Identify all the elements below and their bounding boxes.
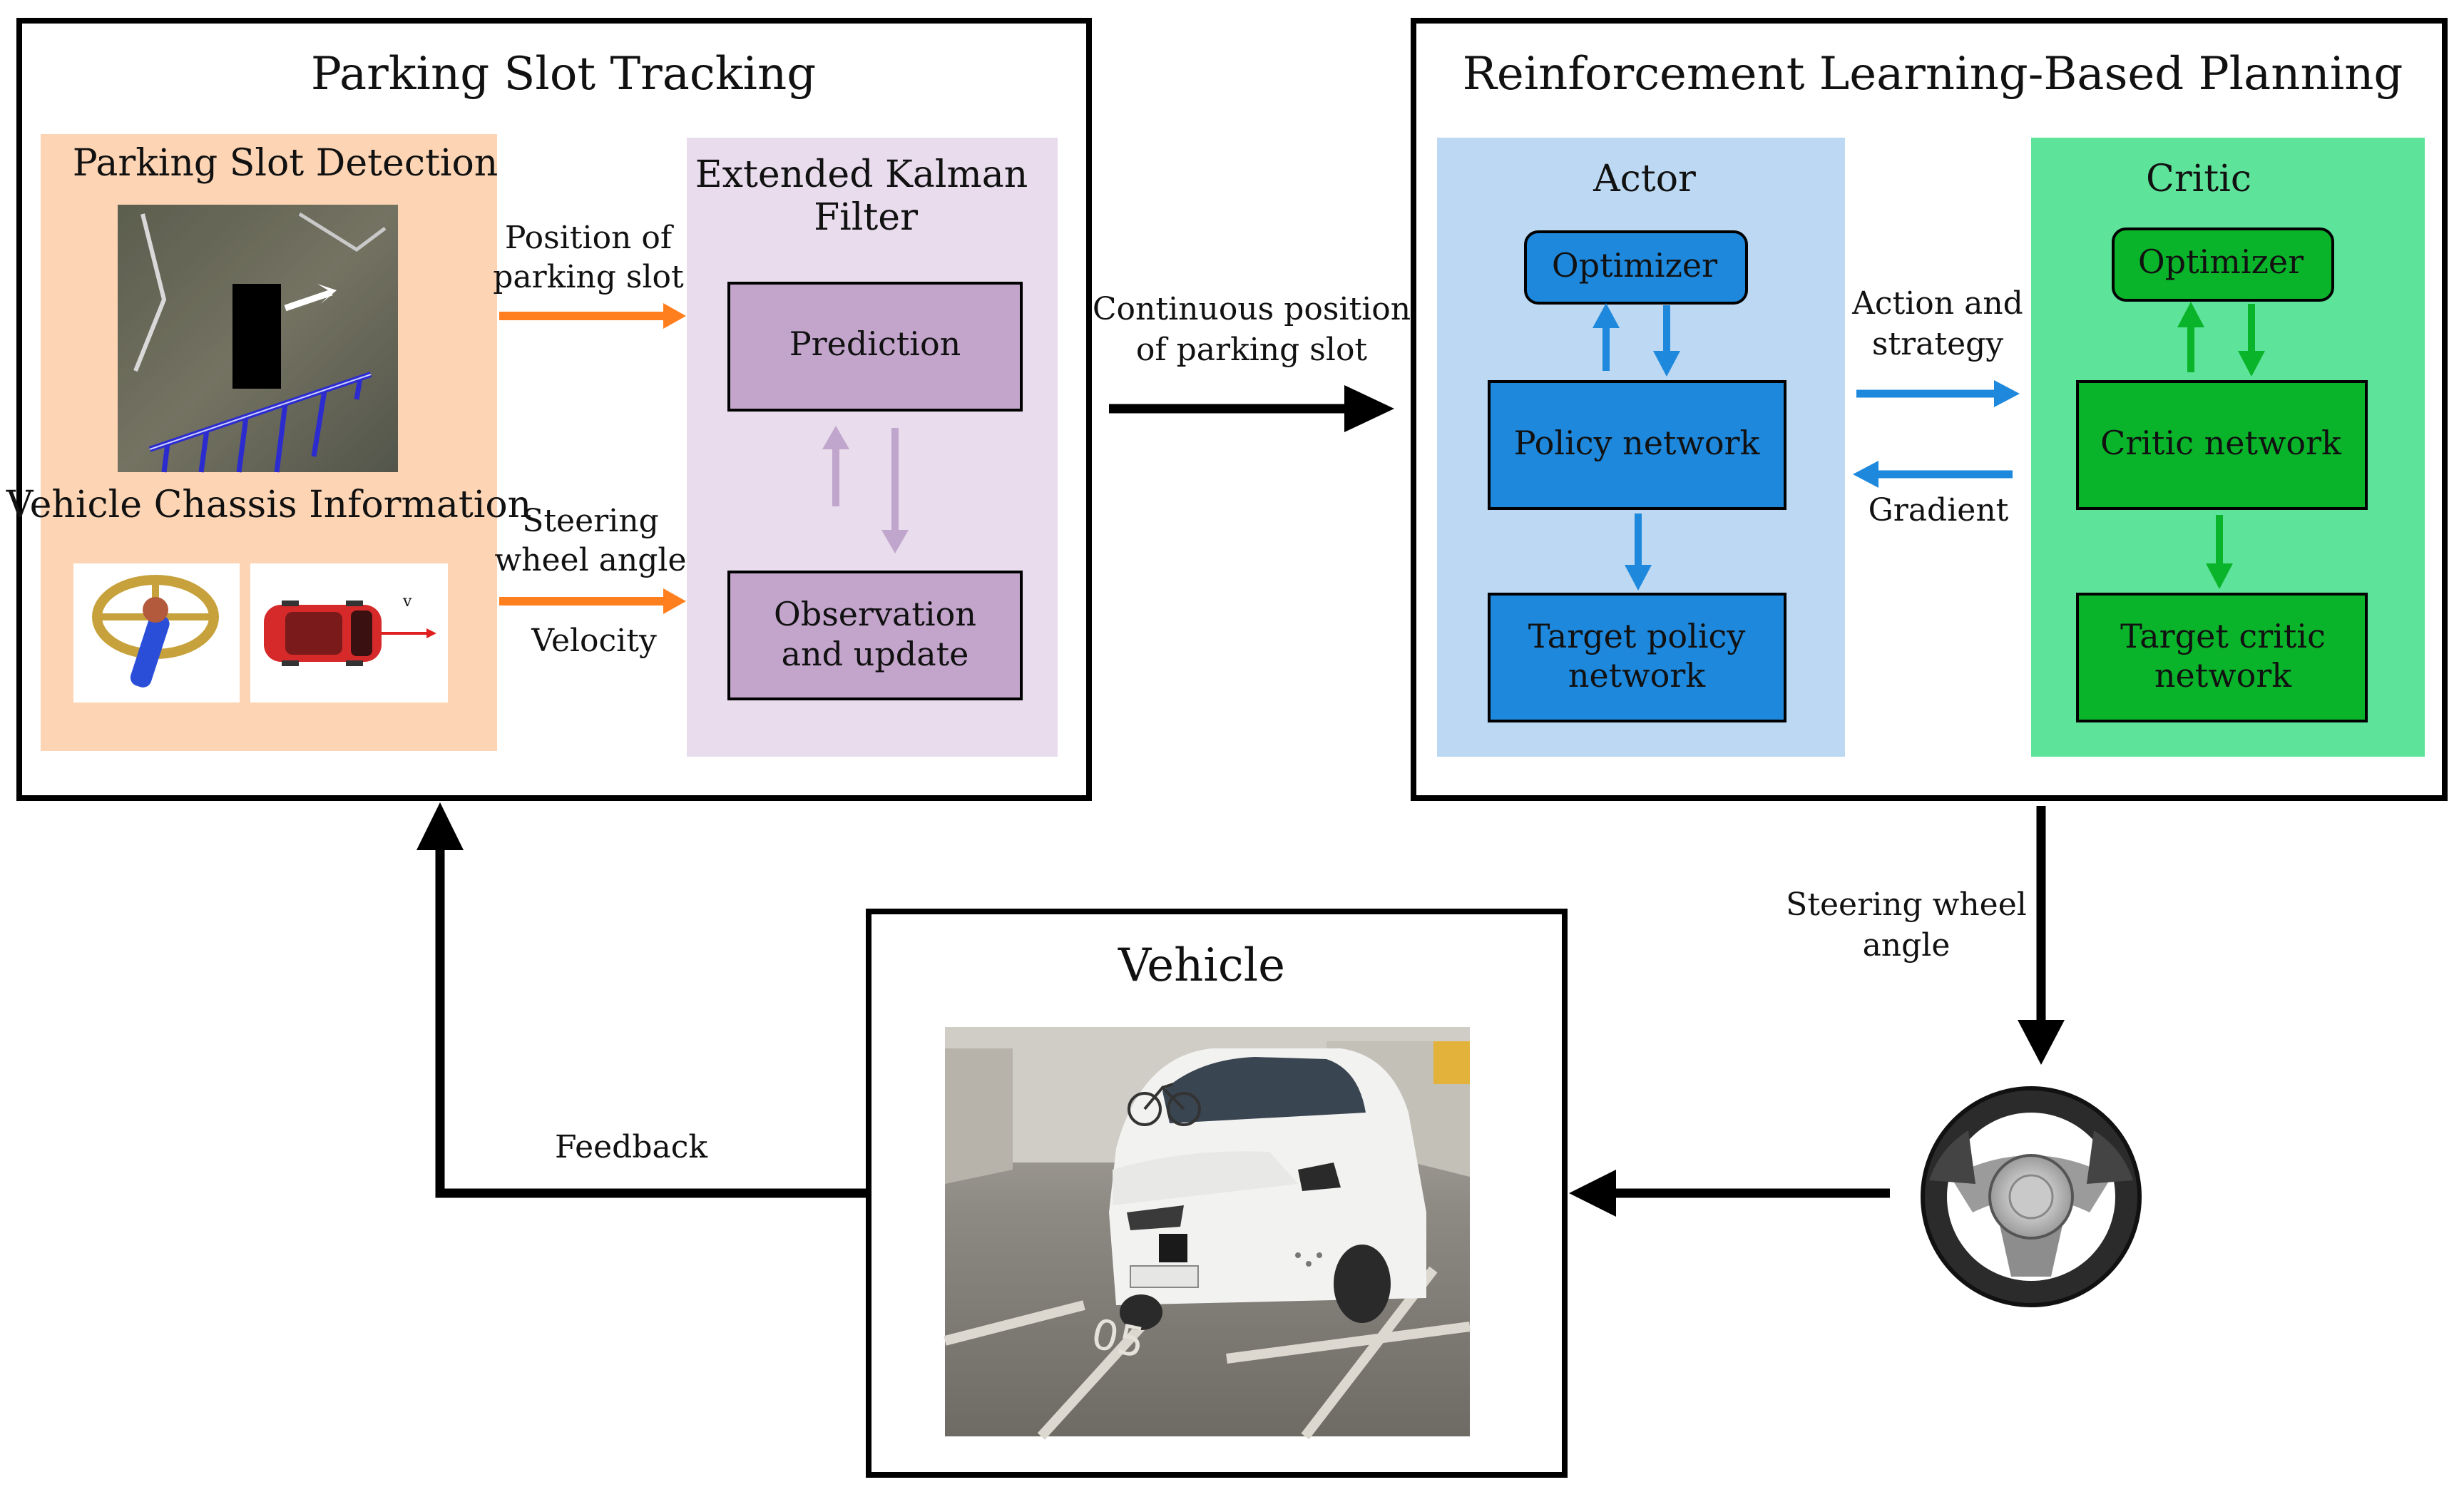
aerial-parking-image bbox=[118, 205, 398, 473]
detection-title: Parking Slot Detection bbox=[73, 142, 499, 185]
wheel-to-vehicle-arrow bbox=[1569, 1170, 1890, 1217]
steering-output-line2: angle bbox=[1863, 927, 1951, 964]
position-arrow bbox=[499, 303, 686, 329]
observation-box bbox=[727, 571, 1023, 700]
feedback-arrow bbox=[416, 802, 869, 1198]
steering-velocity-arrow bbox=[499, 588, 686, 614]
continuous-position-arrow bbox=[1109, 385, 1394, 432]
policy-network-box bbox=[1488, 380, 1786, 510]
target-critic-box bbox=[2076, 593, 2368, 722]
actor-optimizer-label: Optimizer bbox=[1552, 246, 1717, 285]
target-critic-line2: network bbox=[2154, 656, 2292, 695]
ekf-cycle-arrows bbox=[822, 426, 909, 553]
steering-output-line1: Steering wheel bbox=[1786, 887, 2027, 923]
continuous-label-line1: Continuous position bbox=[1093, 291, 1411, 327]
critic-network-box bbox=[2076, 380, 2368, 510]
actor-optimizer-arrows bbox=[1593, 303, 1680, 377]
action-label-line1: Action and bbox=[1851, 285, 2023, 322]
actor-title: Actor bbox=[1593, 158, 1696, 200]
prediction-box bbox=[727, 282, 1023, 412]
rl-planning-block: Reinforcement Learning-Based Planning Ac… bbox=[1411, 18, 2448, 801]
observation-line2: and update bbox=[782, 635, 969, 673]
critic-optimizer-label: Optimizer bbox=[2138, 242, 2304, 281]
steering-wheel-image bbox=[1921, 1086, 2142, 1307]
chassis-title: Vehicle Chassis Information bbox=[6, 484, 531, 526]
policy-network-label: Policy network bbox=[1514, 424, 1761, 462]
car-topview-illustration: v bbox=[250, 563, 448, 702]
gradient-arrow bbox=[1853, 461, 2013, 488]
policy-to-target-arrow bbox=[1625, 514, 1652, 591]
feedback-label: Feedback bbox=[555, 1129, 707, 1165]
critic-optimizer-arrows bbox=[2177, 302, 2265, 377]
target-policy-line2: network bbox=[1568, 656, 1706, 695]
ekf-title-line2: Filter bbox=[814, 196, 918, 239]
gradient-label: Gradient bbox=[1869, 492, 2009, 528]
tracking-title: Parking Slot Tracking bbox=[311, 48, 816, 101]
action-strategy-arrow bbox=[1856, 380, 2020, 407]
critic-optimizer-box bbox=[2112, 228, 2334, 302]
velocity-label: Velocity bbox=[531, 623, 657, 659]
vehicle-photo: 05 bbox=[944, 1027, 1471, 1440]
floor-slot-number: 05 bbox=[1088, 1309, 1149, 1368]
position-label-line1: Position of bbox=[505, 220, 674, 256]
ekf-title-line1: Extended Kalman bbox=[695, 153, 1028, 196]
actor-optimizer-box bbox=[1524, 230, 1748, 305]
continuous-label-line2: of parking slot bbox=[1136, 332, 1368, 368]
observation-line1: Observation bbox=[774, 595, 976, 633]
parking-slot-tracking-block: Parking Slot Tracking Parking Slot Detec… bbox=[6, 18, 1092, 801]
target-policy-line1: Target policy bbox=[1528, 617, 1746, 655]
target-policy-box bbox=[1488, 593, 1786, 722]
action-label-line2: strategy bbox=[1872, 326, 2003, 362]
planning-title: Reinforcement Learning-Based Planning bbox=[1463, 48, 2403, 101]
position-label-line2: parking slot bbox=[493, 259, 684, 295]
vehicle-title: Vehicle bbox=[1118, 939, 1285, 992]
steering-wheel-illustration bbox=[73, 563, 240, 702]
critic-to-target-arrow bbox=[2206, 515, 2233, 589]
car-velocity-mark: v bbox=[402, 593, 412, 610]
steering-label-line1: Steering bbox=[522, 503, 659, 539]
critic-network-label: Critic network bbox=[2100, 424, 2342, 462]
target-critic-line1: Target critic bbox=[2120, 617, 2326, 655]
steering-label-line2: wheel angle bbox=[495, 542, 687, 578]
critic-title: Critic bbox=[2146, 158, 2251, 200]
planning-to-wheel-arrow bbox=[2018, 806, 2065, 1065]
prediction-label: Prediction bbox=[789, 325, 961, 363]
vehicle-block: Vehicle 05 bbox=[866, 909, 1568, 1478]
